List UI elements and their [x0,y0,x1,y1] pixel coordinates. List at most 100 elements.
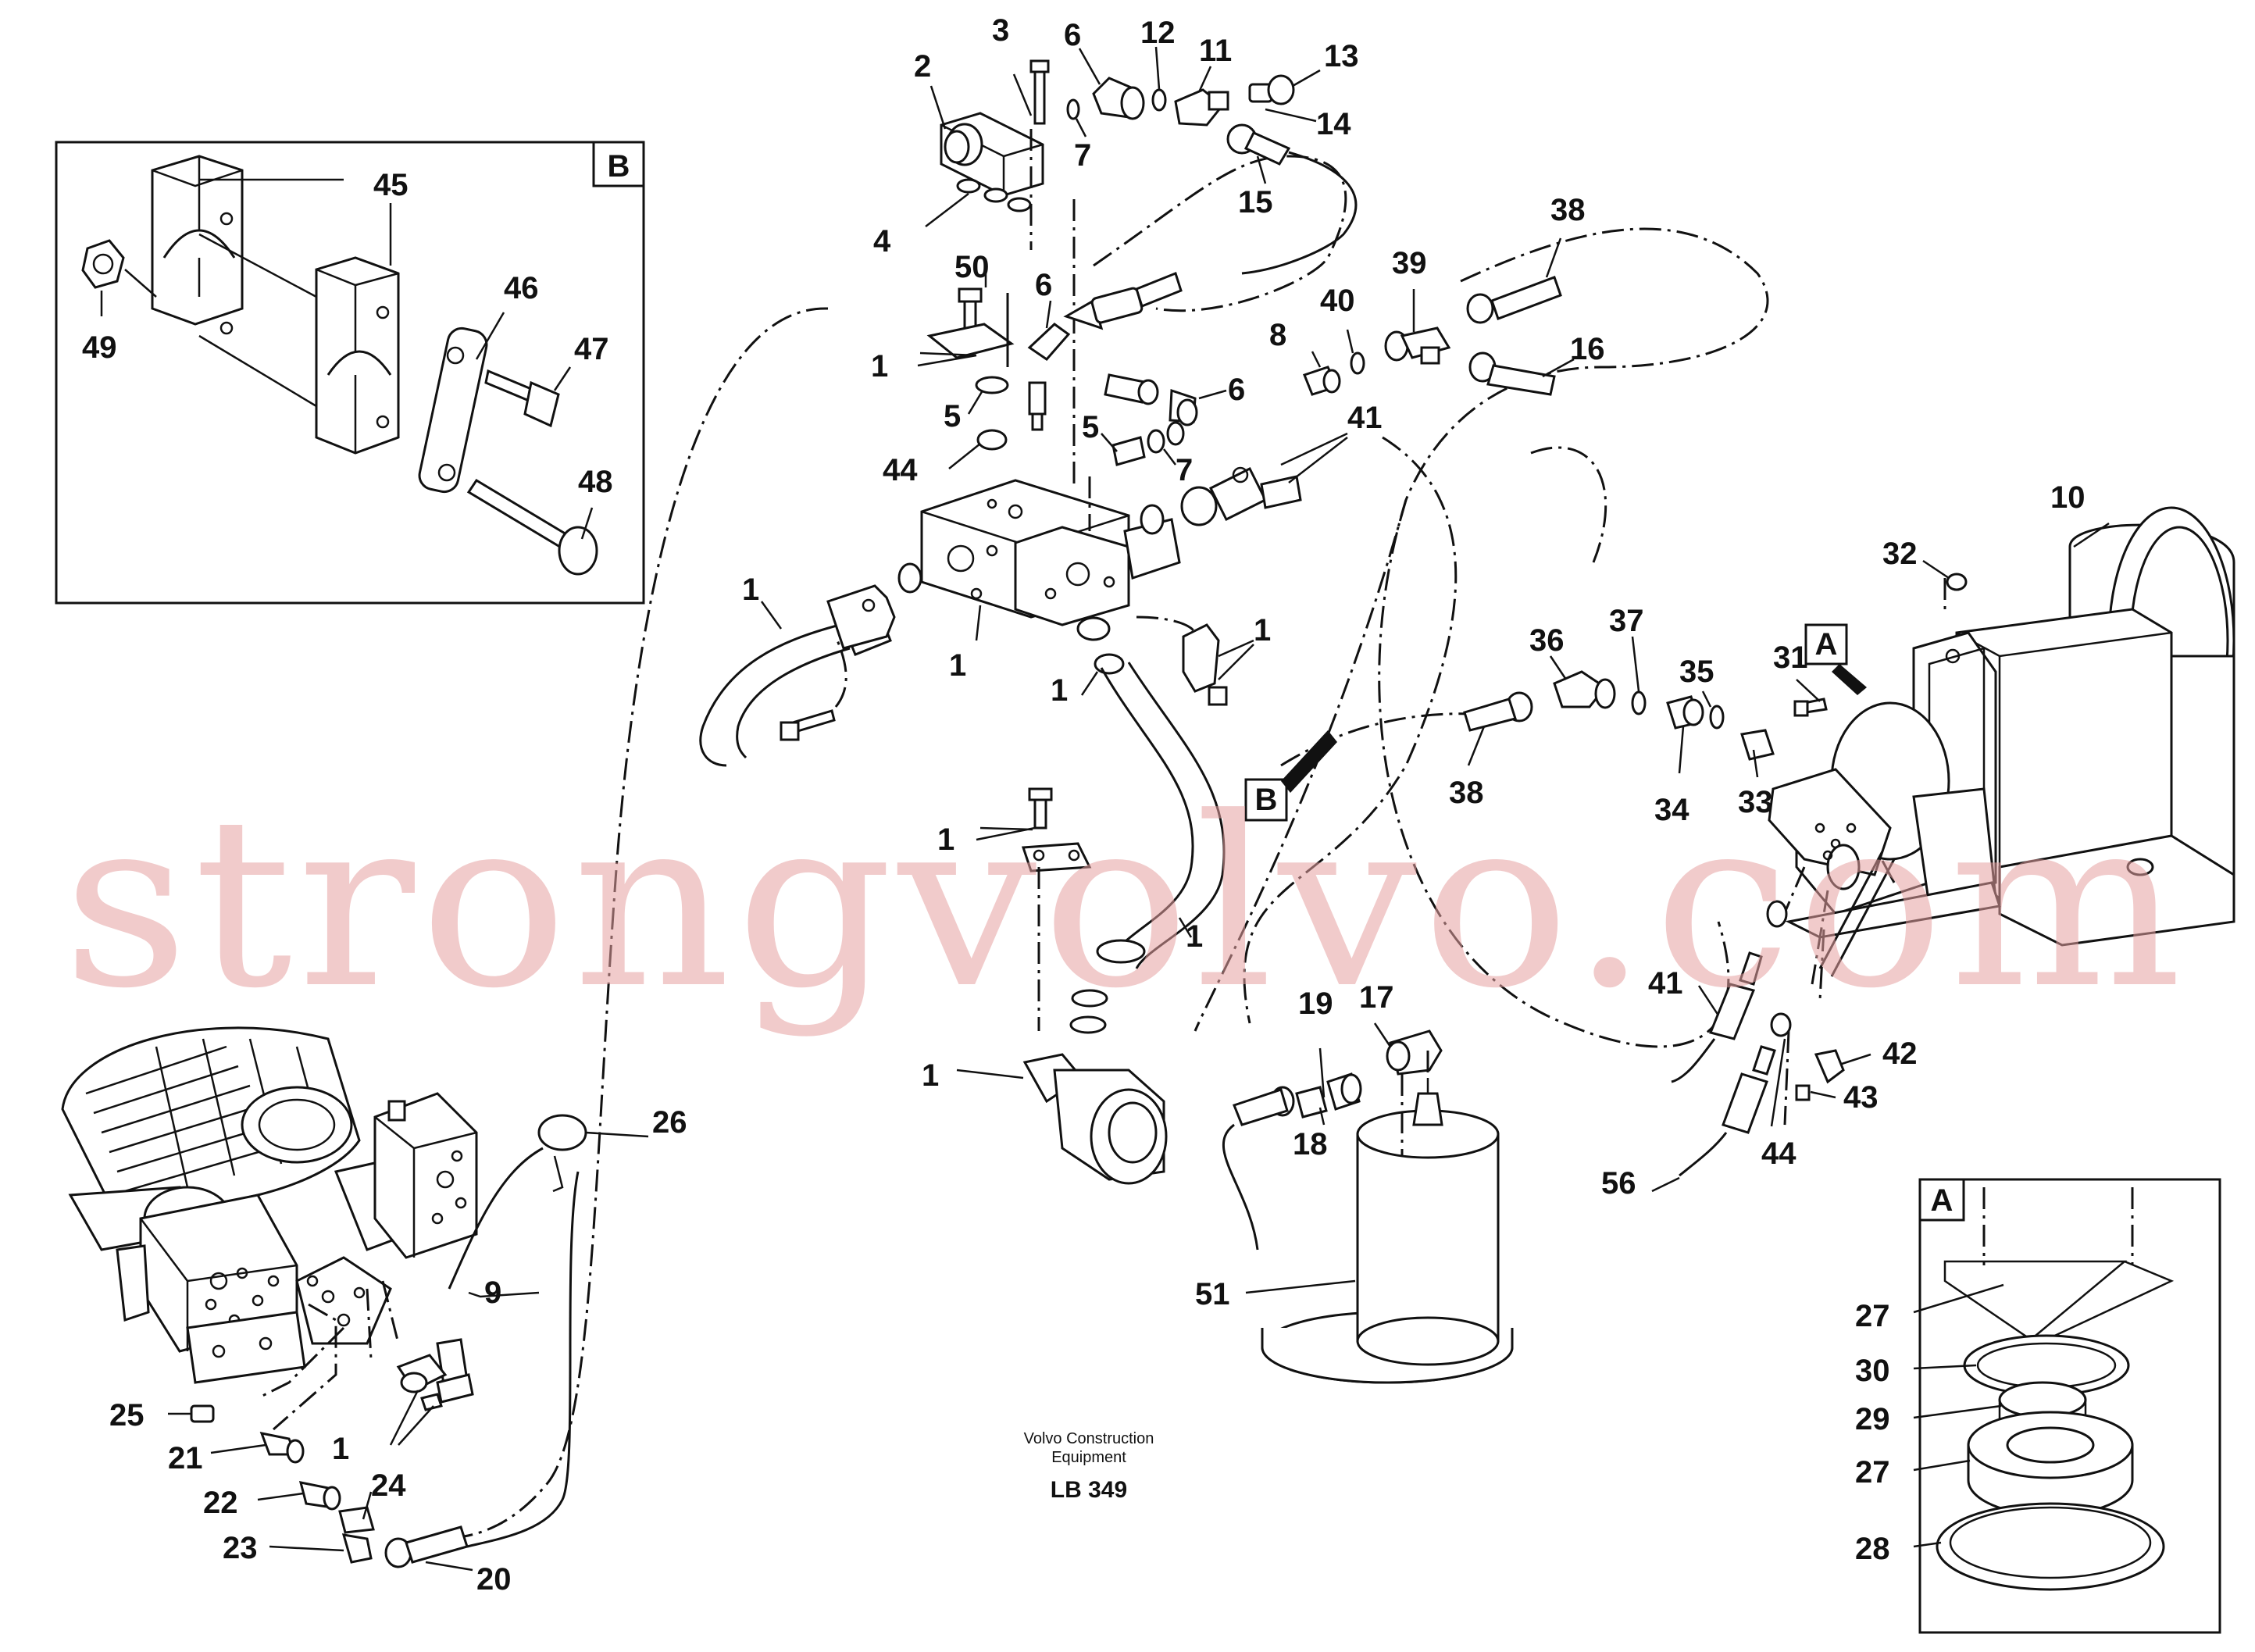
callout-25: 25 [109,1398,145,1433]
clamp-26 [537,1114,587,1193]
callout-17: 17 [1359,980,1394,1015]
callout-51: 51 [1195,1277,1230,1311]
callout-20: 20 [476,1562,512,1597]
o-ring-12 [1151,88,1167,112]
callout-48: 48 [578,465,613,499]
clamp-half-lower [315,256,400,455]
top-fittings: 3 2 4 6 7 12 11 13 14 15 [873,13,1359,484]
callout-4: 4 [873,224,891,259]
callout-1-lower-bracket: 1 [937,822,954,857]
screw-3 [1029,59,1050,125]
fittings-17-19: 17 19 18 [1222,980,1443,1251]
o-ring-40 [1350,351,1365,375]
caption: Volvo Construction Equipment LB 349 [1024,1430,1154,1503]
motor-assembly: 10 32 A 31 33 35 34 37 36 [1449,480,2235,947]
diagram-code: LB 349 [1051,1477,1127,1503]
hose-16 [1468,351,1556,396]
callout-33: 33 [1738,785,1773,819]
block-2 [940,112,1044,197]
ring-28 [1936,1502,2165,1591]
lower-bracket-elbow: 1 1 [922,787,1168,1185]
callout-26: 26 [652,1105,687,1140]
callout-29: 29 [1855,1402,1890,1436]
fitting-24 [338,1506,375,1534]
routing-lines [437,155,1769,1540]
callout-11: 11 [1199,34,1232,68]
callout-5-right: 5 [1082,410,1099,444]
callout-3: 3 [992,13,1009,48]
callout-6-top: 6 [1064,18,1081,52]
callout-30: 30 [1855,1354,1890,1388]
screw-32 [1946,573,1968,591]
hose-56 [1679,1045,1776,1177]
callout-32: 32 [1882,537,1918,571]
detail-b-inset: B [55,141,645,605]
callout-1-bracket: 1 [1254,613,1271,648]
detail-a-marker: A [1931,1183,1954,1218]
ring-44 [976,429,1008,451]
hose-20 [384,1525,469,1568]
tee-11 [1174,88,1229,127]
hose-38-mid [1463,691,1533,732]
callout-1-block: 1 [949,648,966,683]
callout-44-upper: 44 [883,453,918,487]
callout-23: 23 [223,1531,258,1565]
callout-38-top: 38 [1550,193,1586,227]
callout-10: 10 [2050,480,2086,515]
callout-50: 50 [954,250,990,284]
nipple-5 [1028,381,1047,431]
marker-b-main: B [1244,730,1337,822]
screw-left [780,709,836,741]
callout-1-upper: 1 [871,349,888,384]
callout-41-upper: 41 [1347,401,1383,435]
cylinder-51: 51 [1195,1078,1514,1384]
plug-25 [190,1404,215,1423]
ring-35 [1709,705,1725,730]
callout-31: 31 [1773,640,1808,675]
flange-1-upper [926,323,1015,359]
fittings-upper-right: 8 40 39 38 16 41 [1269,193,1605,483]
elbow-6-top [1092,77,1145,120]
callout-15: 15 [1238,185,1273,219]
callout-56: 56 [1601,1166,1636,1201]
callout-1-center-top: 1 [1051,673,1068,708]
callout-34: 34 [1654,793,1689,827]
marker-a-main: A [1804,623,1867,695]
callout-18: 18 [1293,1127,1328,1161]
detail-b-marker: B [608,149,630,184]
caption-line-1: Volvo Construction [1024,1430,1154,1447]
callout-27-top: 27 [1855,1299,1890,1333]
fitting-13 [1248,74,1295,105]
callout-8: 8 [1269,318,1286,352]
hose-15 [1226,123,1358,275]
callout-22: 22 [203,1486,238,1520]
callout-1-center-low: 1 [1186,919,1203,954]
callout-5-left: 5 [944,399,961,434]
callout-9: 9 [484,1276,501,1310]
bolt-47 [484,369,560,428]
callout-42: 42 [1882,1037,1918,1071]
callout-37: 37 [1609,604,1644,638]
callout-44-lower: 44 [1761,1136,1797,1171]
callout-13: 13 [1324,39,1359,73]
callout-1-pump: 1 [332,1432,349,1466]
hose-end-upper [1090,272,1183,324]
clip-42 [1814,1049,1845,1084]
callout-45: 45 [373,168,409,202]
valve-block [920,479,1181,626]
marker-a-label: A [1815,627,1838,662]
hose-38-top [1466,276,1562,324]
callout-46: 46 [504,271,539,305]
callout-19: 19 [1298,987,1333,1021]
callout-14: 14 [1316,107,1351,141]
bracket-1-right [1182,623,1228,706]
callout-1-elbow: 1 [922,1058,939,1093]
callout-47: 47 [574,332,609,366]
cover-27 [1967,1411,2134,1517]
callout-35: 35 [1679,655,1714,689]
callout-43: 43 [1843,1080,1879,1115]
callout-6-right: 6 [1228,373,1245,407]
seal-5-left [975,376,1009,394]
callout-36: 36 [1529,623,1565,658]
